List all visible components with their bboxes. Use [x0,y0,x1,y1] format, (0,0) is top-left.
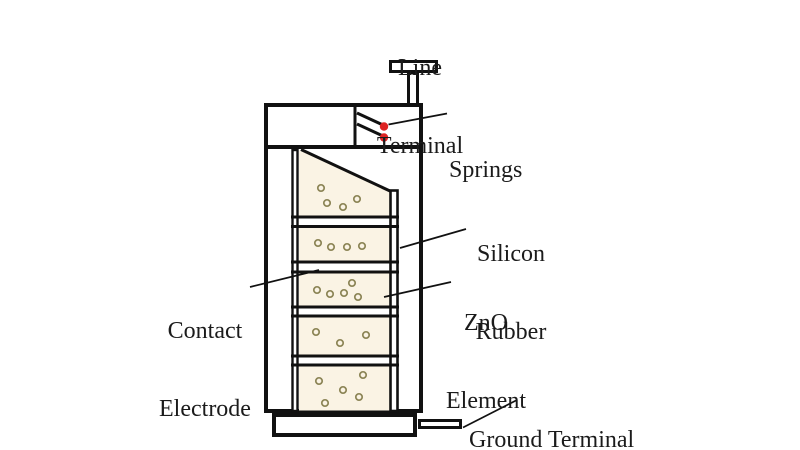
contact-electrode-bands [291,215,399,367]
silicon-rubber-label-line2: Rubber [475,319,547,345]
line-terminal-label: Line Terminal [330,3,510,211]
base-shape [272,413,462,437]
zno-element-leader-line [383,281,452,298]
left-inner-wall [291,148,299,413]
silicon-rubber-wall [389,189,399,413]
springs-label: Springs [449,105,522,235]
contact-electrode-label-line1: Contact [167,318,243,344]
ground-terminal-label: Ground Terminal [469,375,634,450]
line-terminal-label-line1: Line [398,55,442,81]
springs-label-text: Springs [449,157,523,183]
spring-contact-dot-2 [379,133,389,142]
contact-electrode-label-line2: Electrode [159,396,251,422]
zno-stack [299,148,392,411]
base-outline [272,413,417,437]
ground-terminal-tab [418,419,462,429]
zno-block-1 [299,150,392,216]
zno-element-label-line2: Element [446,388,526,414]
spring-leaf-1 [356,111,384,127]
spring-contact-dot-1 [379,122,389,131]
silicon-rubber-leader-line [399,228,467,249]
zno-block-4 [299,317,392,355]
springs-leader-line [388,112,448,126]
springs-shape [356,111,389,142]
zno-element-label: ZnO Element [427,258,545,450]
ground-terminal-leader-line [462,399,518,429]
line-terminal-label-line2: Terminal [376,133,464,159]
inner-walls [291,148,399,413]
silicon-rubber-label: Silicon Rubber [452,189,570,397]
silicon-rubber-label-line1: Silicon [476,241,545,267]
zno-element-label-line1: ZnO [464,310,508,336]
line-terminal-bar [389,60,438,73]
ground-terminal-label-text: Ground Terminal [469,427,635,450]
zno-granule-dots [311,183,371,408]
contact-electrode-label: Contact Electrode [143,266,267,450]
contact-electrode-leader-line [249,269,320,288]
spring-leaf-2 [356,122,384,138]
leader-lines [249,112,518,429]
stack-top-diagonal [300,148,391,193]
